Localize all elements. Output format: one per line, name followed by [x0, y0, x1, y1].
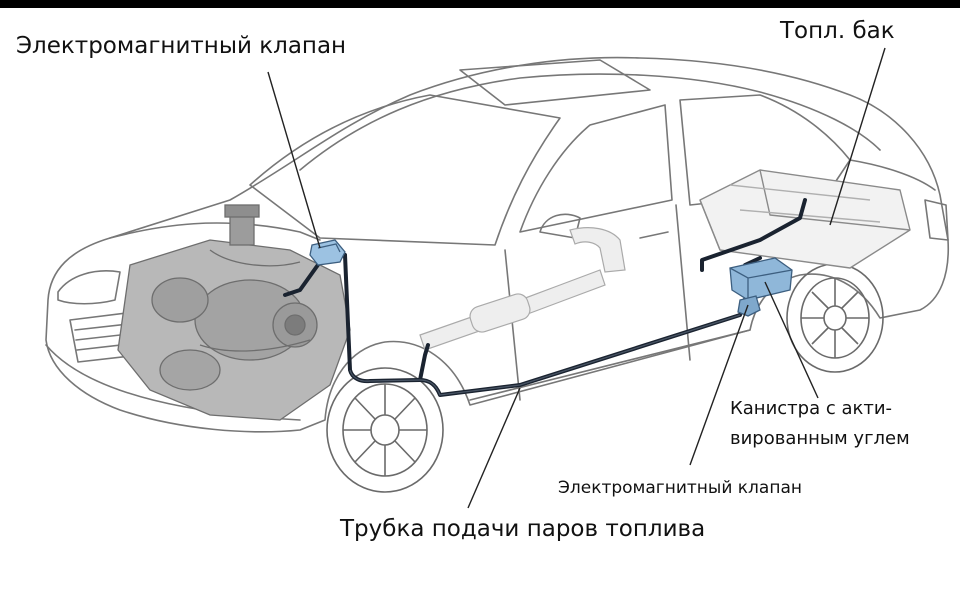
front-door-handle: [639, 231, 669, 239]
label-fuel-tank: Топл. бак: [780, 18, 895, 44]
hood-edge: [109, 222, 321, 241]
exhaust-system: [419, 227, 626, 351]
roof-line: [299, 73, 881, 171]
label-vapor-line: Трубка подачи паров топлива: [340, 516, 706, 542]
label-solenoid-valve-front: Электромагнитный клапан: [16, 33, 347, 59]
door-cut-front: [504, 249, 521, 401]
label-canister-line1: Канистра с акти-: [730, 398, 893, 419]
front-solenoid-valve: [309, 239, 346, 266]
car-silhouette: [45, 56, 950, 433]
door-cut-rear: [675, 204, 691, 361]
leader-valve-front: [267, 71, 321, 249]
top-border: [0, 0, 960, 8]
side-mirror: [539, 213, 581, 239]
leader-valve-rear: [689, 304, 749, 466]
leader-canister: [764, 281, 819, 399]
front-side-window: [519, 104, 673, 233]
front-wheel: [326, 367, 444, 493]
rear-side-window: [679, 94, 851, 206]
rocker-panel: [469, 329, 751, 401]
taillight: [924, 199, 949, 241]
leader-tank: [829, 47, 886, 226]
fuel-vapor-line-highlight: [349, 314, 741, 396]
rear-solenoid-valve: [737, 295, 761, 317]
leader-vapor-line: [467, 387, 521, 509]
leader-lines: [267, 47, 886, 509]
windshield: [249, 94, 561, 246]
charcoal-canister: [729, 257, 793, 301]
fuel-tank: [699, 169, 911, 269]
rear-wheel: [786, 263, 884, 373]
rear-deck: [849, 159, 936, 191]
headlight: [57, 270, 121, 305]
label-canister-line2: вированным углем: [730, 428, 910, 449]
sunroof: [459, 59, 651, 106]
label-solenoid-valve-rear: Электромагнитный клапан: [558, 478, 802, 498]
engine: [117, 204, 351, 421]
